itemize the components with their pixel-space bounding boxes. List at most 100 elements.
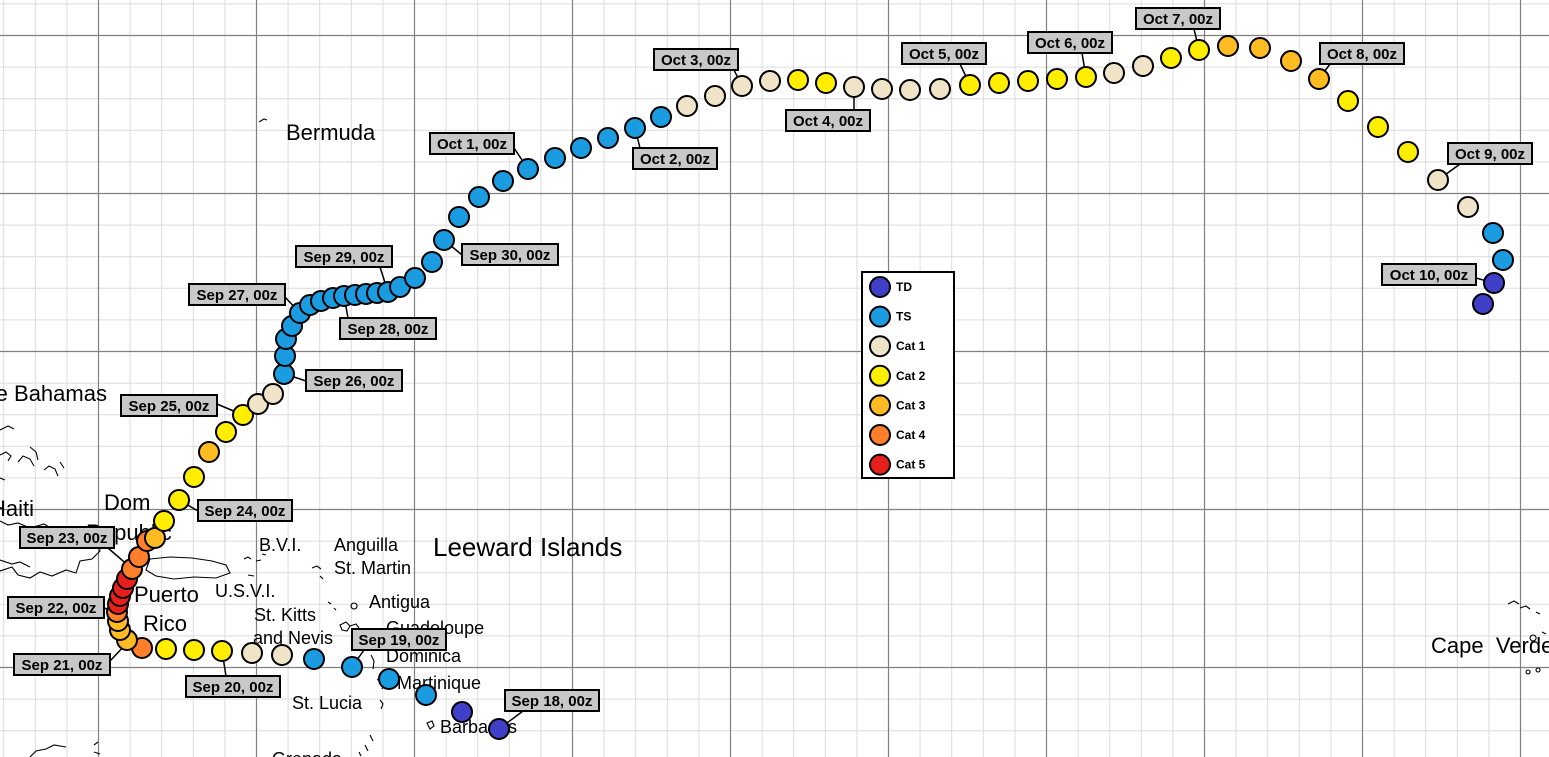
date-label-text: Oct 6, 00z [1035, 35, 1105, 52]
legend-label: Cat 2 [896, 369, 926, 383]
track-point [1337, 90, 1359, 112]
date-label-text: Sep 24, 00z [205, 503, 286, 520]
legend-item: Cat 4 [869, 424, 926, 446]
legend-label: TD [896, 280, 912, 294]
track-point [415, 684, 437, 706]
place-usvi: U.S.V.I. [215, 581, 275, 601]
date-label-box [461, 243, 559, 266]
date-label: Oct 7, 00z [1135, 7, 1221, 30]
date-label-text: Oct 1, 00z [437, 136, 507, 153]
track-point [271, 644, 293, 666]
track-point [1075, 66, 1097, 88]
track-point [241, 642, 263, 664]
legend-label: Cat 4 [896, 428, 926, 442]
coastline-dominica [370, 654, 375, 670]
coastline-anguilla [311, 565, 324, 580]
date-label: Sep 23, 00z [19, 526, 115, 549]
date-label-box [120, 394, 218, 417]
date-label-text: Oct 5, 00z [909, 46, 979, 63]
track-point [404, 267, 426, 289]
track-point [198, 441, 220, 463]
date-label-box [1319, 42, 1405, 65]
date-label-text: Sep 26, 00z [314, 373, 395, 390]
coastline-bahamas [0, 425, 65, 481]
date-label: Sep 21, 00z [13, 653, 111, 676]
track-point [597, 127, 619, 149]
date-label-box [19, 526, 115, 549]
track-point [1103, 62, 1125, 84]
place-bahamas: The Bahamas [0, 381, 107, 406]
track-point [341, 656, 363, 678]
track-point [1280, 50, 1302, 72]
date-label-box [1027, 31, 1113, 54]
coastline-bermuda [258, 118, 268, 123]
track-point [517, 158, 539, 180]
legend-item: Cat 2 [869, 364, 926, 387]
place-nevis: and Nevis [253, 628, 333, 648]
place-dom-republic-1: Dom [104, 490, 150, 515]
legend-swatch [869, 424, 891, 446]
date-label-box [632, 147, 718, 170]
date-label: Sep 24, 00z [197, 499, 293, 522]
legend-label: TS [896, 310, 911, 324]
date-label-text: Sep 22, 00z [16, 600, 97, 617]
date-label: Sep 20, 00z [185, 675, 281, 698]
track-point [1482, 222, 1504, 244]
date-label-text: Sep 21, 00z [22, 657, 103, 674]
track-point [153, 510, 175, 532]
track-point [704, 85, 726, 107]
track-point [1397, 141, 1419, 163]
date-label: Sep 19, 00z [351, 628, 447, 651]
coastline-bottom-left [29, 741, 101, 757]
track-point [1046, 68, 1068, 90]
date-label-box [1135, 7, 1221, 30]
track-point [650, 106, 672, 128]
date-label: Sep 26, 00z [305, 369, 403, 392]
date-label: Oct 10, 00z [1381, 263, 1477, 286]
coastline-st-lucia [379, 699, 384, 710]
storm-track [106, 35, 1514, 740]
track-point [468, 186, 490, 208]
date-label-text: Oct 7, 00z [1143, 11, 1213, 28]
track-point [183, 639, 205, 661]
place-puerto: Puerto [134, 582, 199, 607]
track-point [1483, 272, 1505, 294]
date-label-text: Sep 23, 00z [27, 530, 108, 547]
legend-swatch [869, 364, 891, 387]
legend-item: TS [869, 305, 911, 328]
date-label-text: Oct 3, 00z [661, 52, 731, 69]
legend-item: Cat 3 [869, 394, 926, 417]
place-bermuda: Bermuda [286, 120, 376, 145]
date-label-text: Sep 25, 00z [129, 398, 210, 415]
track-point [168, 489, 190, 511]
date-label-box [13, 653, 111, 676]
date-label-box [785, 109, 871, 132]
place-antigua: Antigua [369, 592, 431, 612]
legend-label: Cat 3 [896, 398, 926, 412]
date-label-box [305, 369, 403, 392]
date-label-box [1381, 263, 1477, 286]
place-cape-verde: Cape Verde [1431, 633, 1549, 658]
track-point [570, 137, 592, 159]
place-martinique: Martinique [397, 673, 481, 693]
track-point [215, 421, 237, 443]
track-point [731, 75, 753, 97]
track-point [211, 640, 233, 662]
track-point [1249, 37, 1271, 59]
date-label-box [7, 596, 105, 619]
place-st-lucia: St. Lucia [292, 693, 363, 713]
place-haiti: Haiti [0, 496, 34, 521]
coastline-grenada [358, 734, 374, 757]
track-point [676, 95, 698, 117]
date-label: Oct 8, 00z [1319, 42, 1405, 65]
date-label: Sep 18, 00z [504, 689, 600, 712]
date-label-box [295, 245, 393, 268]
legend-item: TD [869, 276, 912, 298]
place-leeward-islands: Leeward Islands [433, 532, 622, 562]
date-label-text: Oct 8, 00z [1327, 46, 1397, 63]
track-point [1367, 116, 1389, 138]
track-point [624, 117, 646, 139]
